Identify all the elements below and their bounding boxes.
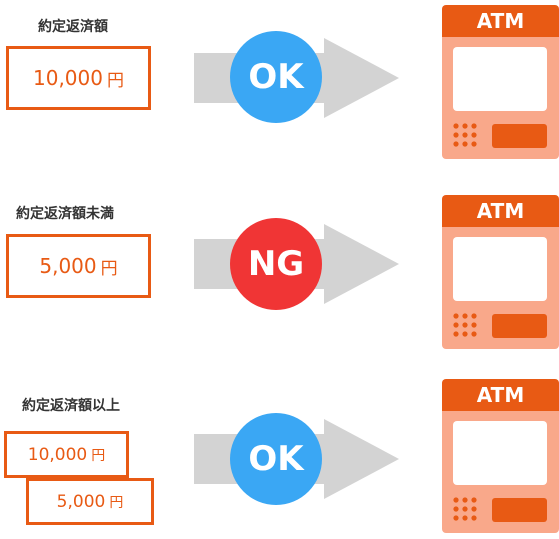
atm-machine-icon: ATM [442, 195, 559, 349]
row-caption: 約定返済額未満 [16, 206, 114, 222]
atm-machine-icon: ATM [442, 5, 559, 159]
amount-unit: 円 [91, 447, 106, 464]
atm-screen [453, 421, 547, 485]
amount-value: 5,000 [56, 491, 106, 512]
atm-card-slot [492, 498, 547, 522]
row-caption: 約定返済額以上 [22, 398, 120, 414]
atm-card-slot [492, 314, 547, 338]
atm-body [442, 37, 559, 159]
status-badge-ok: OK [230, 413, 322, 505]
atm-screen [453, 237, 547, 301]
keypad-icon [453, 123, 477, 147]
keypad-icon [453, 313, 477, 337]
atm-body [442, 227, 559, 349]
amount-value: 5,000 [39, 254, 97, 278]
keypad-icon [453, 497, 477, 521]
amount-unit: 円 [100, 258, 118, 279]
amount-unit: 円 [106, 70, 124, 91]
atm-card-slot [492, 124, 547, 148]
atm-header: ATM [442, 195, 559, 227]
status-badge-ng: NG [230, 218, 322, 310]
atm-body [442, 411, 559, 533]
amount-value: 10,000 [33, 66, 103, 90]
amount-unit: 円 [109, 494, 124, 511]
atm-screen [453, 47, 547, 111]
atm-header: ATM [442, 5, 559, 37]
row-caption: 約定返済額 [38, 19, 108, 35]
amount-value: 10,000 [27, 444, 88, 465]
atm-header: ATM [442, 379, 559, 411]
atm-machine-icon: ATM [442, 379, 559, 533]
status-badge-ok: OK [230, 31, 322, 123]
